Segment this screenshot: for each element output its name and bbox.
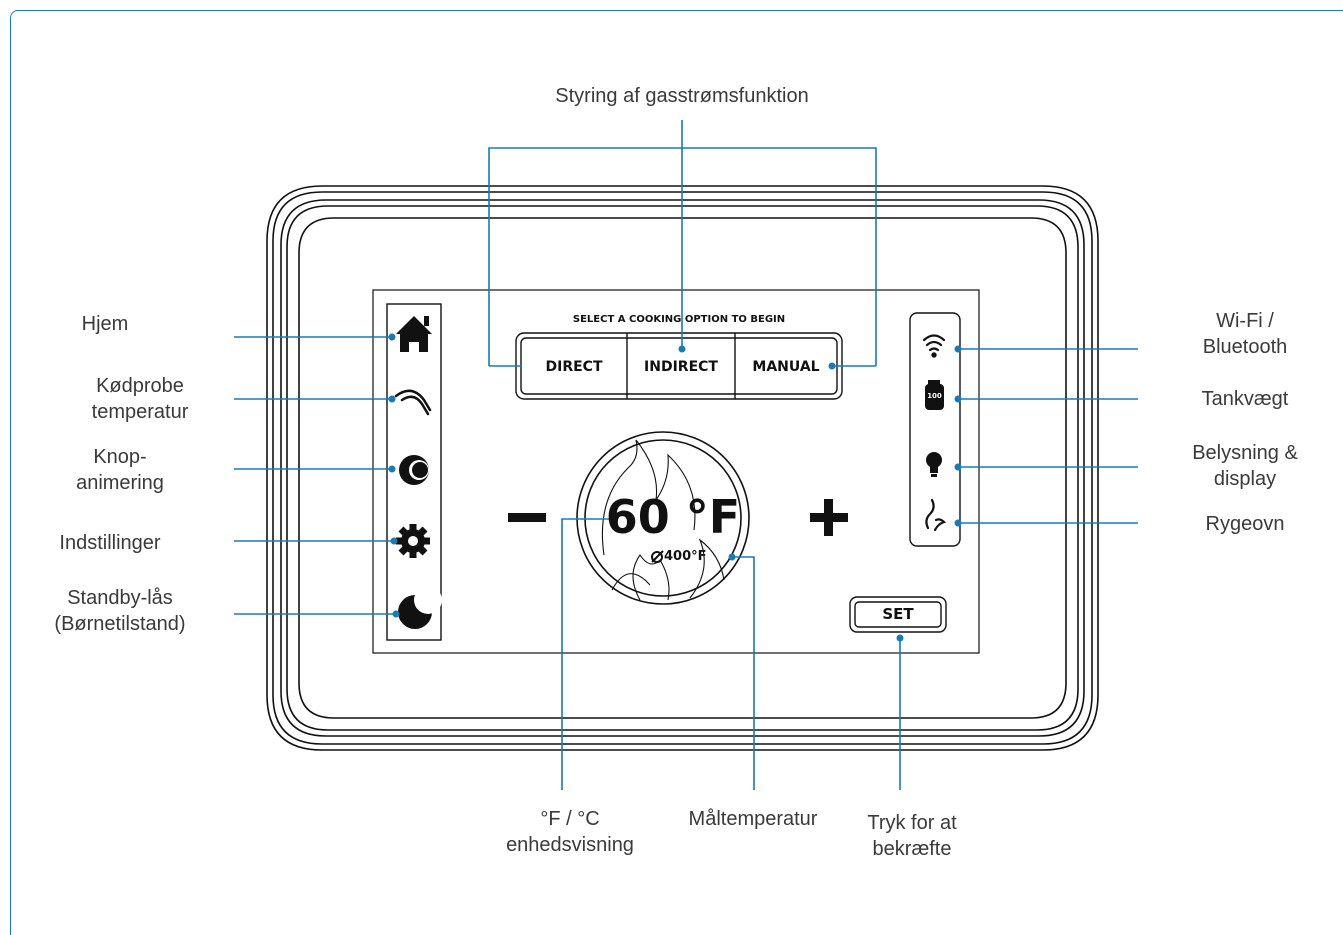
tank-level-text: 100 (927, 392, 942, 400)
label-wifi-line1: Wi-Fi / (1216, 310, 1274, 332)
label-wifi-bluetooth: Wi-Fi / Bluetooth (1160, 308, 1330, 360)
label-unit-line1: °F / °C (540, 808, 600, 830)
indirect-button[interactable]: INDIRECT (644, 359, 718, 375)
figure-frame (10, 10, 1343, 935)
label-meat-probe: Kødprobe temperatur (60, 373, 220, 425)
label-meat-probe-line2: temperatur (91, 401, 189, 423)
label-home: Hjem (81, 313, 129, 335)
label-knob-line1: Knop- (93, 446, 147, 468)
label-target-temperature: Måltemperatur (688, 808, 818, 830)
label-light-line1: Belysning & (1192, 442, 1298, 464)
screen-prompt: SELECT A COOKING OPTION TO BEGIN (572, 314, 786, 325)
device-screen (372, 289, 980, 654)
moon-icon[interactable] (398, 586, 442, 629)
label-smoker: Rygeovn (1205, 513, 1285, 535)
current-temperature: 60 °F (605, 490, 741, 544)
temperature-dial (576, 431, 750, 605)
right-icon-panel (909, 312, 961, 547)
lightbulb-icon[interactable] (926, 452, 942, 477)
meat-probe-icon[interactable] (394, 389, 432, 416)
direct-button[interactable]: DIRECT (545, 359, 603, 375)
label-meat-probe-line1: Kødprobe (96, 375, 184, 397)
label-lighting-display: Belysning & display (1160, 440, 1330, 492)
label-press-to-confirm: Tryk for at bekræfte (832, 810, 992, 862)
label-confirm-line1: Tryk for at (867, 812, 957, 834)
minus-button[interactable] (508, 513, 546, 522)
target-temperature: 400°F (664, 549, 707, 564)
label-standby-line2: (Børnetilstand) (54, 613, 186, 635)
manual-button[interactable]: MANUAL (752, 359, 820, 375)
home-icon[interactable] (396, 316, 432, 352)
plus-button[interactable] (810, 499, 848, 536)
label-confirm-line2: bekræfte (872, 838, 952, 860)
label-knob-animation: Knop- animering (40, 444, 200, 496)
label-gas-flow-control: Styring af gasstrømsfunktion (555, 85, 809, 107)
set-button[interactable]: SET (882, 605, 914, 623)
target-icon (651, 550, 664, 563)
tank-icon[interactable] (925, 380, 944, 410)
callout-lines (234, 120, 1138, 790)
device-bezel (266, 185, 1099, 751)
label-tank-weight: Tankvægt (1201, 388, 1289, 410)
set-button-frame (849, 596, 947, 633)
label-settings: Indstillinger (59, 532, 161, 554)
label-unit-display: °F / °C enhedsvisning (490, 806, 650, 858)
wifi-icon[interactable] (922, 334, 946, 358)
flame-graphic (601, 439, 725, 601)
gear-icon[interactable] (396, 524, 430, 558)
label-knob-line2: animering (76, 472, 164, 494)
left-icon-panel (386, 303, 442, 641)
callout-dots (388, 333, 962, 642)
label-unit-line2: enhedsvisning (506, 834, 634, 856)
smoke-icon[interactable] (925, 498, 947, 532)
label-light-line2: display (1213, 468, 1277, 490)
knob-icon[interactable] (399, 455, 429, 485)
label-standby-line1: Standby-lås (67, 587, 173, 609)
label-standby-lock: Standby-lås (Børnetilstand) (30, 585, 210, 637)
label-wifi-line2: Bluetooth (1202, 336, 1288, 358)
